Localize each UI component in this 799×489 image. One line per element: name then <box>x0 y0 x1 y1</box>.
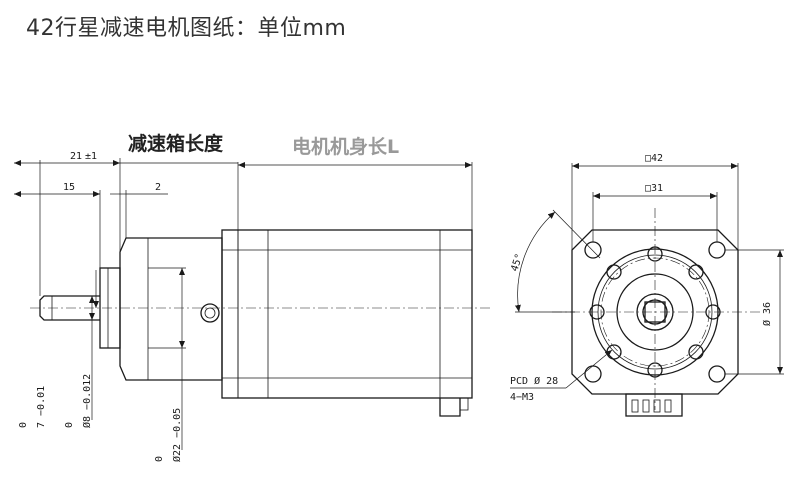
dim-pcd-28: PCD Ø 28 <box>510 375 558 387</box>
side-view: 21 ±1 15 2 减速箱长度 电机机身长L 0 7 −0.01 0 Ø8 −… <box>14 132 490 462</box>
motor-length-label: 电机机身长L <box>292 135 399 158</box>
pcd-hole-icon <box>705 304 721 320</box>
gearbox-flange-circle <box>591 248 719 376</box>
mount-hole-icon <box>708 365 726 383</box>
shaft-end-icon <box>644 301 666 323</box>
shaft-dia-upper-tol: 0 <box>64 422 75 428</box>
pcd-hole-icon <box>589 304 605 320</box>
gearbox-length-label: 减速箱长度 <box>128 132 224 155</box>
pcd-hole-icon <box>688 344 704 360</box>
boss-dia-22-dim: Ø22 −0.05 <box>171 408 183 462</box>
dim-2: 2 <box>155 182 161 193</box>
dim-21: 21 <box>70 151 82 162</box>
pcd-hole-icon <box>606 264 622 280</box>
pcd-hole-icon <box>647 246 663 262</box>
dim-15: 15 <box>63 182 75 193</box>
motor-face-square <box>571 229 739 395</box>
mount-hole-icon <box>708 241 726 259</box>
dim-holes-m3: 4−M3 <box>510 392 534 403</box>
shaft-dia-8-dim: Ø8 −0.012 <box>81 374 93 428</box>
mount-hole-icon <box>584 241 602 259</box>
boss-dia-upper-tol: 0 <box>154 456 165 462</box>
gearbox-body <box>119 237 223 381</box>
motor-connector <box>439 398 461 417</box>
dim-dia-36: Ø 36 <box>761 302 773 326</box>
pcd-circle <box>600 257 710 367</box>
pcd-hole-icon <box>647 362 663 378</box>
shaft-7-dim: 7 −0.01 <box>36 386 47 428</box>
mount-hole-icon <box>584 365 602 383</box>
front-connector <box>625 393 683 417</box>
dim-angle-45: 45° <box>509 252 525 273</box>
shaft-7-upper-tol: 0 <box>18 422 29 428</box>
motor-body <box>221 229 473 417</box>
gearbox-screw-icon <box>200 303 220 323</box>
pcd-hole-icon <box>688 264 704 280</box>
output-boss-circle <box>636 293 674 331</box>
page-title: 42行星减速电机图纸：单位mm <box>26 16 347 41</box>
dim-square-31: □31 <box>645 183 663 194</box>
dim-21-tolerance: ±1 <box>85 151 97 162</box>
dim-square-42: □42 <box>645 153 663 164</box>
front-view: □42 □31 Ø 36 45° PCD Ø 28 4−M3 <box>509 153 784 417</box>
